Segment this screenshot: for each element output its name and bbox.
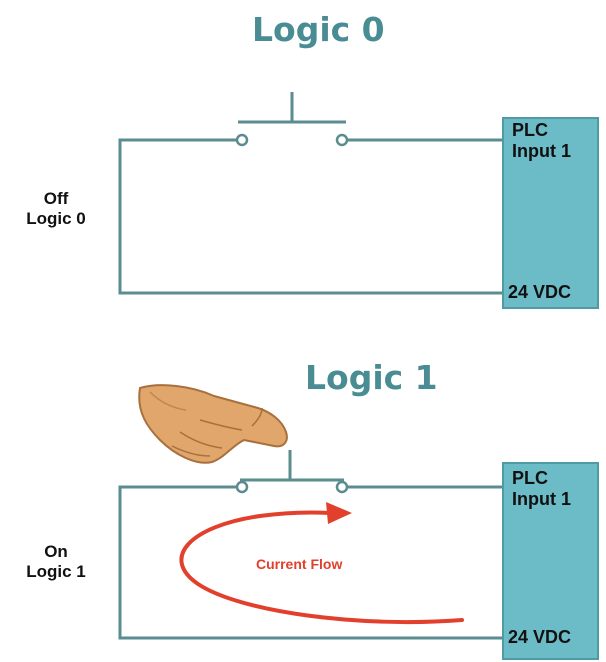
top-state-label: Off Logic 0 bbox=[16, 189, 96, 229]
bottom-plc-label: PLC Input 1 bbox=[512, 468, 571, 510]
bottom-pushbutton-switch bbox=[235, 450, 349, 494]
top-circuit-wire bbox=[118, 138, 503, 295]
top-plc-input-box bbox=[502, 117, 599, 309]
top-pushbutton-switch bbox=[235, 92, 349, 147]
bottom-plc-input-box bbox=[502, 462, 599, 660]
bottom-circuit bbox=[118, 450, 599, 660]
bottom-circuit-wire bbox=[118, 485, 503, 640]
top-plc-label-line2: Input 1 bbox=[512, 141, 571, 161]
bottom-state-label-line1: On bbox=[44, 542, 68, 561]
bottom-state-label-line2: Logic 1 bbox=[26, 562, 86, 581]
top-switch-contact-right bbox=[335, 133, 349, 147]
top-title: Logic 0 bbox=[252, 10, 385, 49]
current-flow-arrow bbox=[179, 502, 464, 625]
top-state-label-line2: Logic 0 bbox=[26, 209, 86, 228]
top-plc-label-line1: PLC bbox=[512, 120, 548, 140]
top-switch-contact-left bbox=[235, 133, 249, 147]
bottom-switch-contact-right bbox=[335, 480, 349, 494]
bottom-plc-label-line2: Input 1 bbox=[512, 489, 571, 509]
bottom-state-label: On Logic 1 bbox=[16, 542, 96, 582]
bottom-switch-contact-left bbox=[235, 480, 249, 494]
top-state-label-line1: Off bbox=[43, 189, 69, 208]
top-supply-label: 24 VDC bbox=[508, 282, 572, 302]
bottom-supply-label: 24 VDC bbox=[508, 627, 572, 647]
top-plc-label: PLC Input 1 bbox=[512, 120, 571, 162]
bottom-title: Logic 1 bbox=[305, 358, 438, 397]
bottom-plc-label-line1: PLC bbox=[512, 468, 548, 488]
current-flow-label: Current Flow bbox=[256, 556, 343, 572]
pointing-hand-icon bbox=[138, 384, 288, 464]
top-circuit bbox=[118, 92, 599, 309]
